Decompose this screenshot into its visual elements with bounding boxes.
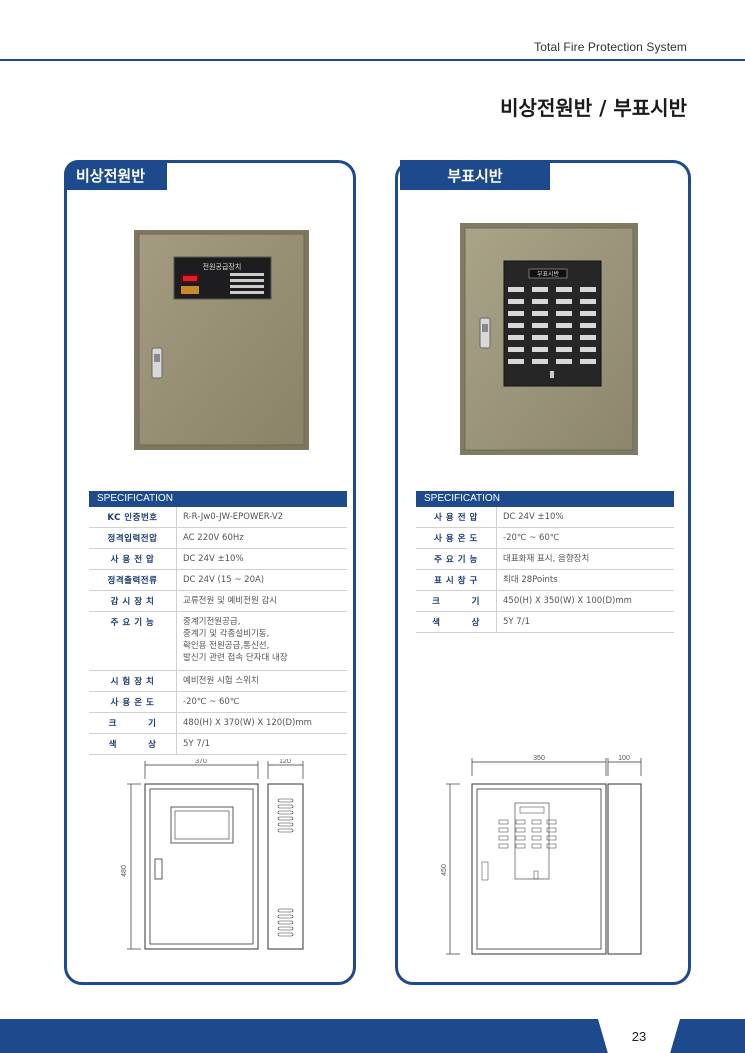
spec-value: AC 220V 60Hz — [183, 533, 244, 543]
panel-tab-label: 비상전원반 — [64, 160, 167, 190]
spec-value: 450(H) X 350(W) X 100(D)mm — [503, 596, 632, 606]
spec-row: 색 상 5Y 7/1 — [89, 734, 347, 755]
spec-value: 5Y 7/1 — [503, 617, 530, 627]
svg-text:120: 120 — [279, 759, 291, 765]
panel-tab-label: 부표시반 — [400, 160, 550, 190]
spec-value: 5Y 7/1 — [183, 739, 210, 749]
spec-value: 480(H) X 370(W) X 120(D)mm — [183, 718, 312, 728]
left-spec-table: SPECIFICATION KC 인증번호 R-R-Jw0-JW-EPOWER-V… — [89, 491, 347, 755]
spec-row: 정격입력전압 AC 220V 60Hz — [89, 528, 347, 549]
spec-key: 색 상 — [416, 612, 497, 632]
svg-text:480: 480 — [121, 865, 128, 877]
spec-value: 대표화재 표시, 음향장치 — [503, 554, 590, 564]
sub-display-cabinet-photo: 부표시반 — [460, 223, 638, 455]
spec-row: 사 용 전 압 DC 24V ±10% — [89, 549, 347, 570]
spec-row: 크 기 480(H) X 370(W) X 120(D)mm — [89, 713, 347, 734]
spec-row: 크 기 450(H) X 350(W) X 100(D)mm — [416, 591, 674, 612]
spec-row: 색 상 5Y 7/1 — [416, 612, 674, 633]
spec-key: 시 험 장 치 — [89, 671, 177, 691]
spec-row: 시 험 장 치 예비전원 시험 스위치 — [89, 671, 347, 692]
spec-value: 예비전원 시험 스위치 — [183, 676, 259, 686]
page-title: 비상전원반 / 부표시반 — [500, 96, 687, 120]
svg-text:350: 350 — [533, 755, 545, 762]
page-number: 23 — [598, 1019, 680, 1053]
sub-display-panel-card: 부표시반 부표시반 SPECIFICATION 사 용 전 압 DC 24V ±1… — [395, 160, 691, 985]
spec-title: SPECIFICATION — [89, 491, 347, 507]
right-spec-table: SPECIFICATION 사 용 전 압 DC 24V ±10% 사 용 온 도… — [416, 491, 674, 633]
emergency-power-dimension-drawing: 370 120 480 — [121, 759, 304, 950]
spec-row: 사 용 온 도 -20℃ ~ 60℃ — [416, 528, 674, 549]
spec-row: 표 시 창 구 최대 28Points — [416, 570, 674, 591]
spec-key: 정격출력전류 — [89, 570, 177, 590]
spec-row: 사 용 전 압 DC 24V ±10% — [416, 507, 674, 528]
spec-key: 사 용 온 도 — [416, 528, 497, 548]
spec-row: 사 용 온 도 -20℃ ~ 60℃ — [89, 692, 347, 713]
spec-key: 사 용 전 압 — [89, 549, 177, 569]
svg-text:450: 450 — [441, 864, 448, 876]
spec-key: 사 용 온 도 — [89, 692, 177, 712]
spec-row: 감 시 장 치 교류전원 및 예비전원 감시 — [89, 591, 347, 612]
header-rule — [0, 59, 745, 61]
svg-text:100: 100 — [618, 755, 630, 762]
spec-key: KC 인증번호 — [89, 507, 177, 527]
emergency-power-cabinet-photo: 전원공급장치 — [134, 230, 309, 450]
svg-text:전원공급장치: 전원공급장치 — [203, 262, 242, 271]
spec-key: 표 시 창 구 — [416, 570, 497, 590]
spec-key: 주 요 기 능 — [89, 612, 177, 670]
spec-value: -20℃ ~ 60℃ — [183, 697, 240, 707]
spec-row: 정격출력전류 DC 24V (15 ~ 20A) — [89, 570, 347, 591]
sub-display-dimension-drawing: 350 100 450 — [441, 755, 642, 955]
spec-value: DC 24V ±10% — [503, 512, 564, 522]
spec-key: 감 시 장 치 — [89, 591, 177, 611]
spec-value: DC 24V ±10% — [183, 554, 244, 564]
svg-text:부표시반: 부표시반 — [537, 270, 560, 278]
spec-value: 중계기전원공급, 중계기 및 각종설비기동, 확인용 전원공급,통신선, 발신기… — [183, 617, 288, 663]
spec-key: 주 요 기 능 — [416, 549, 497, 569]
spec-key: 색 상 — [89, 734, 177, 754]
spec-key: 크 기 — [416, 591, 497, 611]
spec-row: 주 요 기 능 대표화재 표시, 음향장치 — [416, 549, 674, 570]
brand-text: Total Fire Protection System — [534, 40, 687, 54]
spec-value: R-R-Jw0-JW-EPOWER-V2 — [183, 512, 284, 522]
spec-row: KC 인증번호 R-R-Jw0-JW-EPOWER-V2 — [89, 507, 347, 528]
spec-value: 교류전원 및 예비전원 감시 — [183, 596, 278, 606]
spec-value: 최대 28Points — [503, 575, 558, 585]
spec-title: SPECIFICATION — [416, 491, 674, 507]
spec-key: 사 용 전 압 — [416, 507, 497, 527]
spec-key: 크 기 — [89, 713, 177, 733]
spec-key: 정격입력전압 — [89, 528, 177, 548]
svg-text:370: 370 — [195, 759, 207, 765]
spec-value: -20℃ ~ 60℃ — [503, 533, 560, 543]
emergency-power-panel-card: 비상전원반 전원공급장치 SPECIFICATION KC 인증번호 R-R-Jw… — [64, 160, 356, 985]
spec-value: DC 24V (15 ~ 20A) — [183, 575, 265, 585]
